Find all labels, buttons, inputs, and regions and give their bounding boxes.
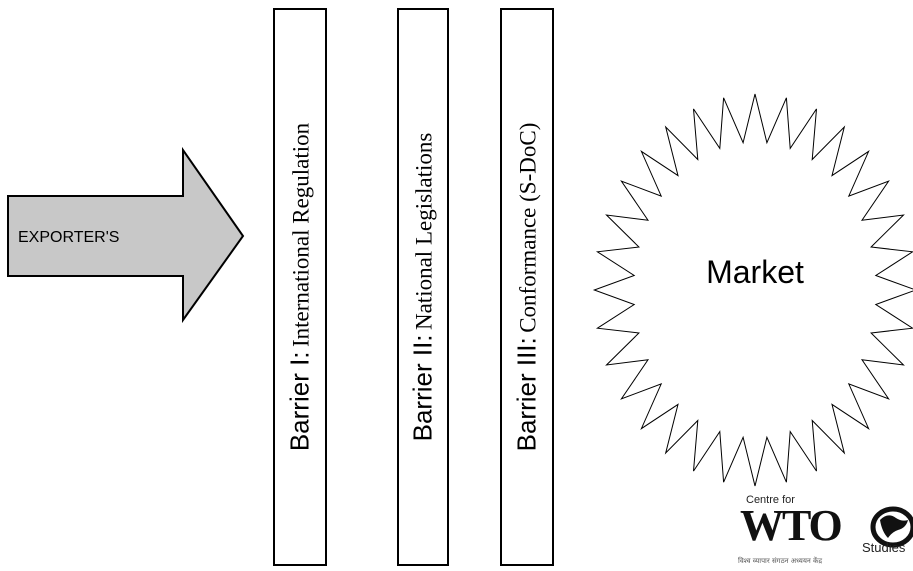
barrier-3-box: Barrier III: Conformance (S-DoC) <box>500 8 554 566</box>
barrier-3-desc: Conformance (S-DoC) <box>515 122 541 333</box>
exporter-arrow <box>7 146 245 324</box>
market-label: Market <box>706 254 804 290</box>
logo-script-text: विश्व व्यापार संगठन अध्ययन केंद्र <box>738 557 823 565</box>
barrier-1-lead: Barrier I: <box>284 351 315 452</box>
market-starburst <box>592 93 913 487</box>
logo-main-text: WTO <box>740 501 843 550</box>
exporter-label: EXPORTER'S <box>18 229 120 246</box>
logo-top-text: Centre for <box>746 494 795 506</box>
barrier-1-desc: International Regulation <box>288 122 314 348</box>
barrier-1-box: Barrier I: International Regulation <box>273 8 327 566</box>
barrier-2-text: Barrier II: National Legislations <box>408 133 439 442</box>
barrier-1-text: Barrier I: International Regulation <box>285 123 316 451</box>
barrier-2-lead: Barrier II: <box>407 334 438 442</box>
barrier-2-box: Barrier II: National Legislations <box>397 8 449 566</box>
barrier-2-desc: National Legislations <box>411 132 437 331</box>
barrier-3-lead: Barrier III: <box>511 337 542 452</box>
logo-globe-land <box>880 515 908 538</box>
centre-for-wto-studies-logo: Centre for WTO Studies विश्व व्यापार संग… <box>738 494 913 571</box>
barrier-3-text: Barrier III: Conformance (S-DoC) <box>512 123 543 452</box>
logo-sub-text: Studies <box>862 540 906 555</box>
